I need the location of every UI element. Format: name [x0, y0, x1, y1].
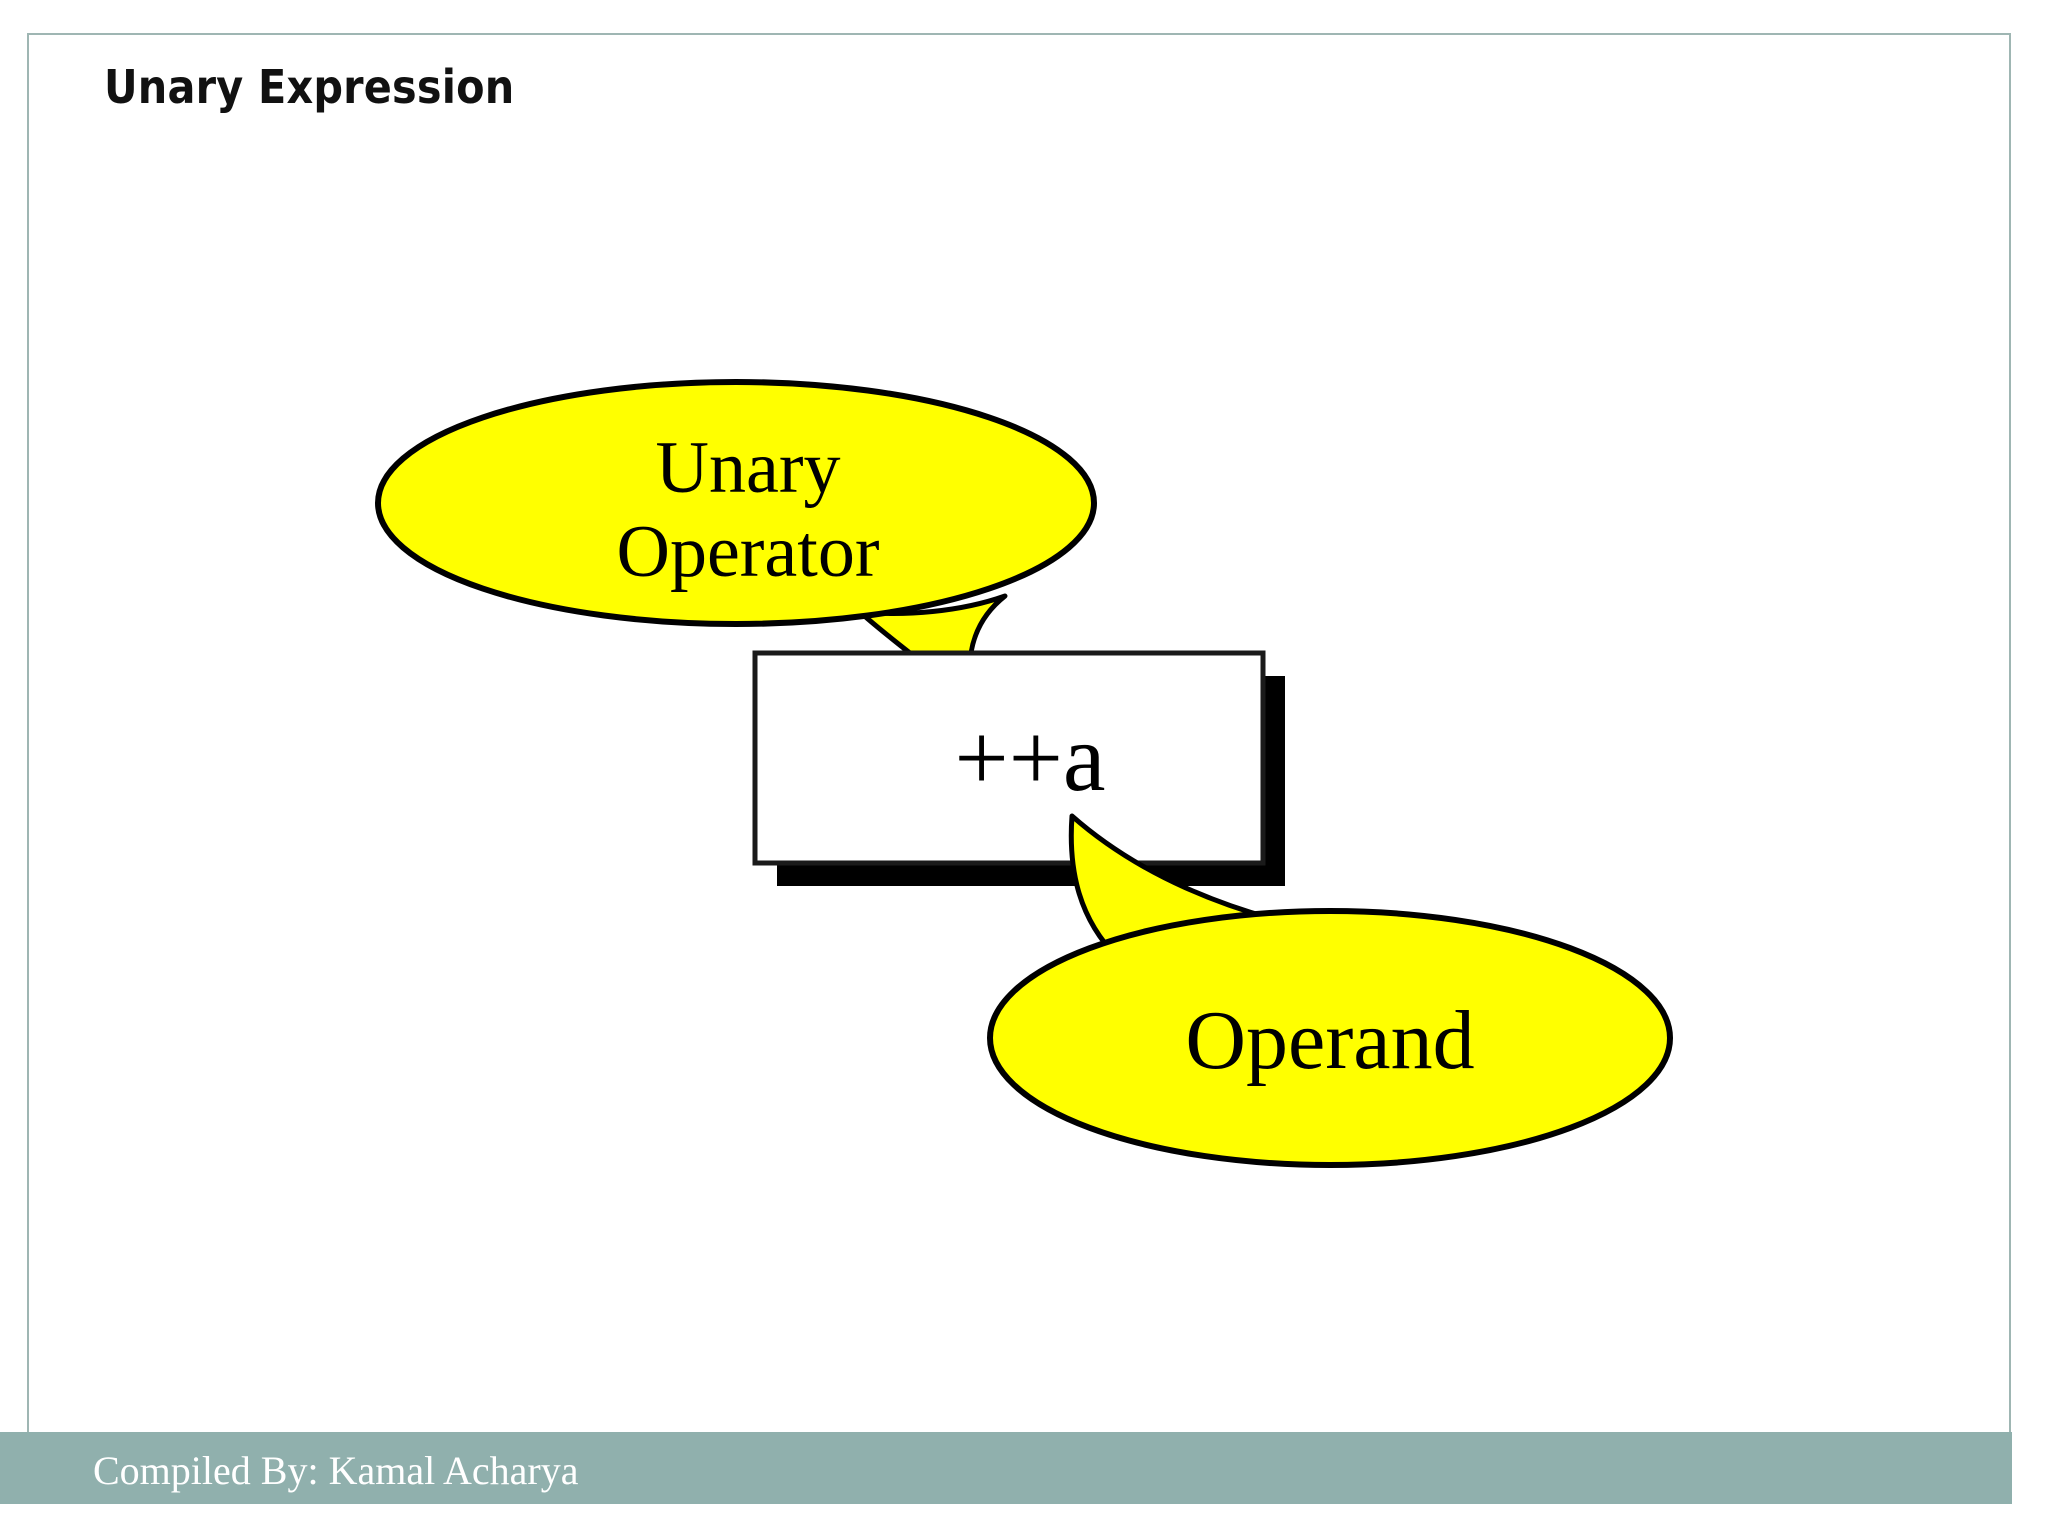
- footer-band: [0, 1432, 2012, 1504]
- callout-unary-operator-line1: Unary: [656, 427, 841, 509]
- callout-unary-operator-ellipse: [375, 379, 1097, 627]
- expression-box-label: ++a: [955, 704, 1106, 811]
- callout-operand-ellipse: [987, 908, 1673, 1168]
- page-title: Unary Expression: [104, 60, 515, 114]
- callout-unary-operator-line2: Operator: [617, 511, 880, 593]
- footer-attribution: Compiled By: Kamal Acharya: [93, 1448, 579, 1493]
- callout-operand-label: Operand: [1185, 994, 1474, 1087]
- callout-operand[interactable]: Operand: [987, 813, 1673, 1168]
- expression-box[interactable]: ++a: [752, 650, 1285, 886]
- expression-box-rect: [752, 650, 1266, 866]
